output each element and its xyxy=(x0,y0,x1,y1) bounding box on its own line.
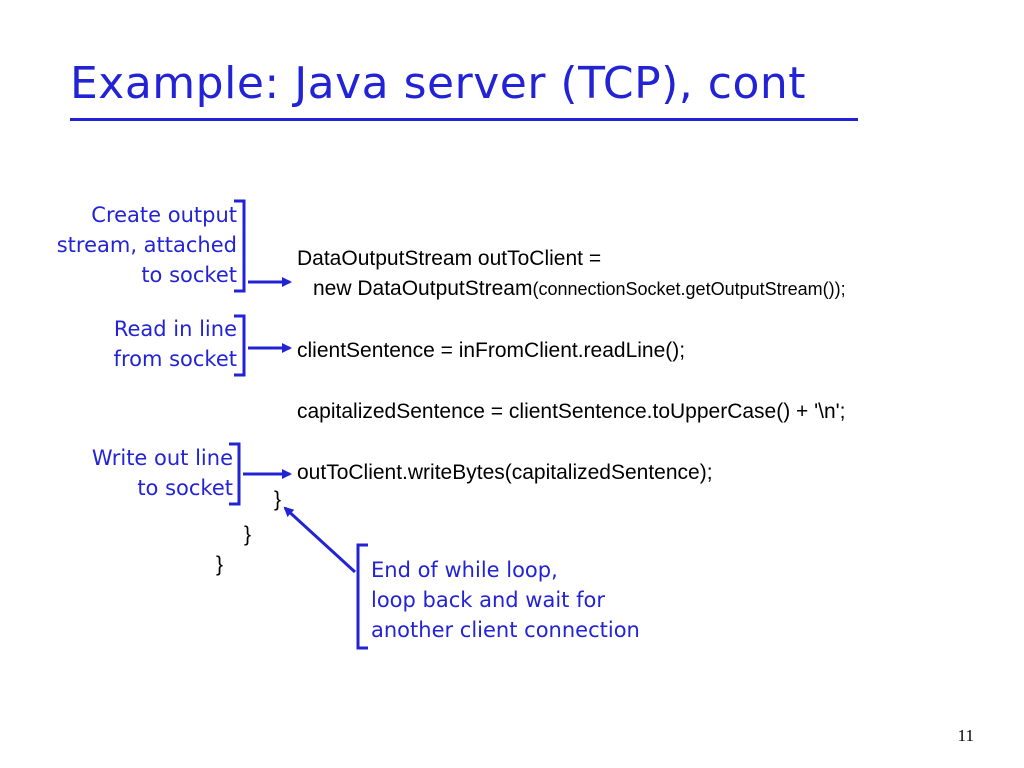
arrow-end-loop xyxy=(283,506,357,574)
code-line-4: capitalizedSentence = clientSentence.toU… xyxy=(297,400,846,423)
callout-line: Read in line xyxy=(113,317,237,341)
closing-brace: } xyxy=(216,553,224,576)
code-line-5: outToClient.writeBytes(capitalizedSenten… xyxy=(297,461,713,484)
callout-line: another client connection xyxy=(371,618,640,642)
callout-line: to socket xyxy=(141,263,237,287)
callout-line: End of while loop, xyxy=(371,558,558,582)
bracket-create-output xyxy=(234,199,246,293)
callout-read-line: Read in line from socket xyxy=(114,314,237,374)
slide-title: Example: Java server (TCP), cont xyxy=(70,58,807,109)
closing-brace: } xyxy=(274,488,282,511)
code-line-3: clientSentence = inFromClient.readLine()… xyxy=(297,339,686,362)
callout-line: Create output xyxy=(91,203,237,227)
callout-line: to socket xyxy=(137,476,233,500)
bracket-end-loop xyxy=(356,543,368,650)
callout-line: from socket xyxy=(113,347,237,371)
closing-brace: } xyxy=(244,523,252,546)
callout-write-line: Write out line to socket xyxy=(92,443,233,503)
callout-line: Write out line xyxy=(91,446,233,470)
title-underline xyxy=(70,118,858,121)
callout-line: loop back and wait for xyxy=(371,588,605,612)
code-line-2-main: new DataOutputStream xyxy=(313,277,533,300)
callout-line: stream, attached xyxy=(56,233,237,257)
callout-create-output: Create output stream, attached to socket xyxy=(57,200,237,290)
callout-end-loop: End of while loop, loop back and wait fo… xyxy=(371,555,640,645)
bracket-write-line xyxy=(229,442,241,506)
code-line-1: DataOutputStream outToClient = xyxy=(297,247,602,270)
page-number: 11 xyxy=(957,726,974,745)
code-line-2-args: (connectionSocket.getOutputStream()); xyxy=(532,279,846,299)
bracket-read-line xyxy=(234,314,246,377)
code-line-2: new DataOutputStream(connectionSocket.ge… xyxy=(313,277,846,301)
